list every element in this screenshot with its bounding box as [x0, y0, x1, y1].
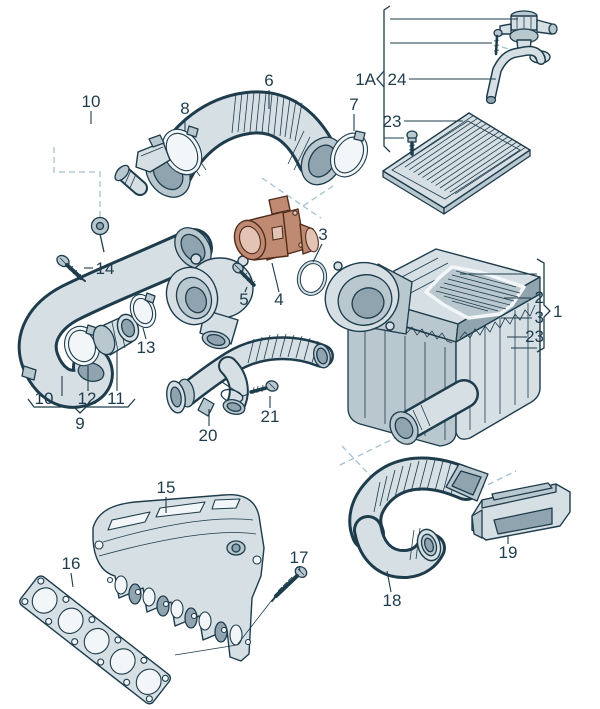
part-18-intake-duct[interactable] [348, 456, 489, 579]
bracket-1a [376, 5, 518, 153]
callout-20[interactable]: 20 [199, 426, 218, 445]
callout-11[interactable]: 11 [107, 389, 125, 408]
callout-8[interactable]: 8 [180, 99, 189, 118]
callout-17[interactable]: 17 [290, 548, 309, 567]
callout-2[interactable]: 2 [535, 288, 544, 307]
callout-23-box[interactable]: 23 [525, 327, 544, 346]
callout-21[interactable]: 21 [261, 407, 280, 426]
part-17-screw[interactable] [174, 564, 309, 656]
callout-1a[interactable]: 1A [355, 70, 376, 89]
part-15-intake-manifold[interactable] [92, 494, 265, 662]
callout-3-box[interactable]: 3 [535, 308, 544, 327]
part-1-air-cleaner-housing[interactable] [316, 248, 541, 449]
part-5-screw[interactable] [231, 261, 256, 287]
callout-18[interactable]: 18 [383, 591, 402, 610]
pipe-20-ribs [247, 333, 319, 364]
part-8-hose-clamp[interactable] [154, 122, 209, 182]
callout-5[interactable]: 5 [239, 290, 248, 309]
callout-19[interactable]: 19 [499, 543, 518, 562]
callout-1[interactable]: 1 [553, 302, 562, 321]
callout-4[interactable]: 4 [274, 290, 283, 309]
callout-16[interactable]: 16 [62, 554, 81, 573]
intake-connection-housing[interactable] [159, 253, 254, 351]
callout-24[interactable]: 24 [388, 70, 407, 89]
part-13-clamp[interactable] [126, 291, 160, 331]
duct-ribs [373, 459, 460, 513]
part-19-air-scoop[interactable] [471, 482, 571, 541]
part-20-connecting-pipe[interactable] [164, 333, 334, 417]
callout-7[interactable]: 7 [349, 95, 358, 114]
part-14-screw[interactable] [55, 253, 86, 282]
part-16-gasket[interactable] [18, 574, 173, 706]
part-11-adapter-sleeve[interactable] [89, 311, 142, 357]
part-air-filter-element[interactable] [382, 112, 531, 215]
callout-12[interactable]: 12 [78, 389, 97, 408]
part-24-breather-pipe-and-valve[interactable] [485, 10, 558, 105]
part-4-mass-air-flow-sensor[interactable] [230, 195, 321, 264]
part-3-o-ring[interactable] [296, 260, 328, 297]
callout-10-bottom[interactable]: 10 [35, 389, 54, 408]
callout-9[interactable]: 9 [75, 414, 84, 433]
part-10-elbow-connector[interactable] [112, 134, 171, 196]
bracket-1 [460, 258, 551, 353]
callout-15[interactable]: 15 [157, 478, 176, 497]
callout-13[interactable]: 13 [137, 338, 156, 357]
part-23-screw-top[interactable] [406, 130, 418, 156]
leader-lines [27, 90, 509, 593]
callout-14[interactable]: 14 [96, 259, 115, 278]
callout-6[interactable]: 6 [264, 71, 273, 90]
part-21-screw[interactable] [221, 380, 279, 397]
part-10-charge-air-pipe[interactable] [17, 216, 219, 409]
callout-10-top[interactable]: 10 [82, 92, 101, 111]
callout-3-oring[interactable]: 3 [318, 225, 327, 244]
callout-23-top[interactable]: 23 [383, 112, 402, 131]
part-7-hose-clamp[interactable] [323, 127, 375, 184]
